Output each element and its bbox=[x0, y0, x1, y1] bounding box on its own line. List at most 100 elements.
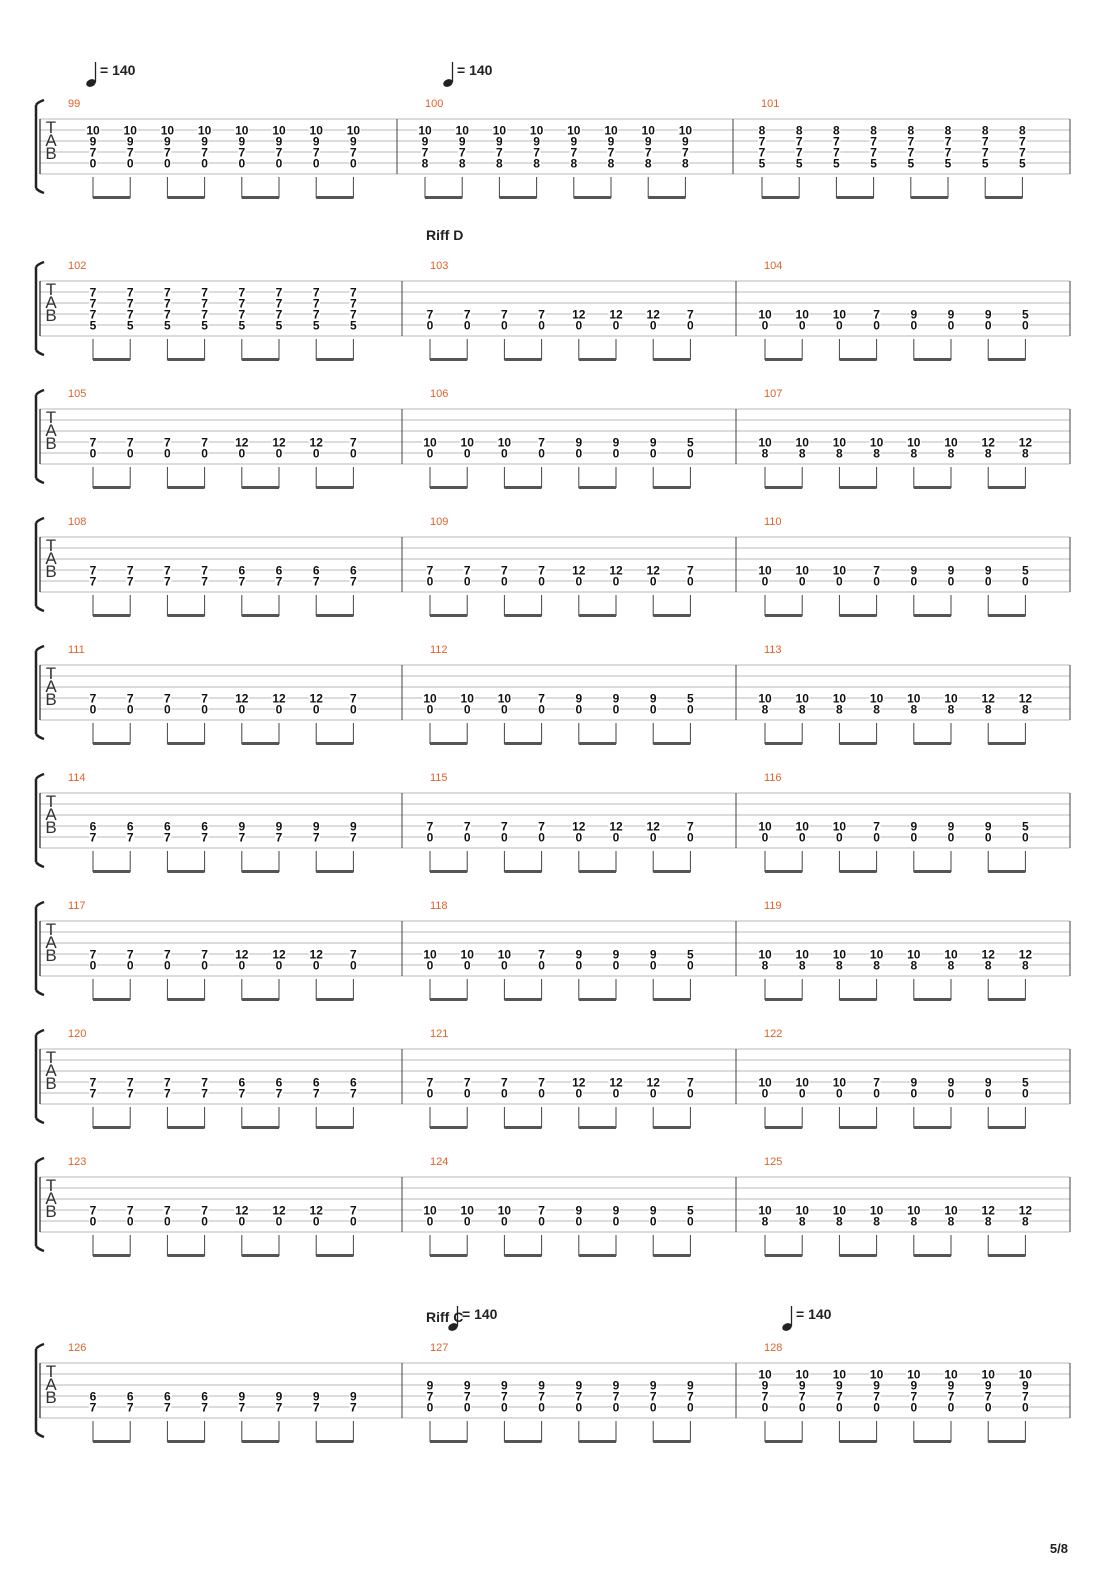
fret-knockout bbox=[794, 565, 810, 577]
eighth-beam bbox=[241, 1254, 279, 1257]
fret-number: 9 bbox=[570, 135, 577, 149]
fret-knockout bbox=[271, 949, 287, 961]
measure-number: 113 bbox=[764, 644, 782, 656]
eighth-beam bbox=[765, 1440, 803, 1443]
fret-number: 7 bbox=[350, 692, 357, 706]
fret-number: 7 bbox=[201, 1076, 208, 1090]
fret-number: 7 bbox=[164, 575, 171, 589]
fret-number: 7 bbox=[164, 1204, 171, 1218]
fret-number: 7 bbox=[427, 564, 434, 578]
fret-knockout bbox=[947, 576, 955, 588]
fret-knockout bbox=[947, 448, 955, 460]
fret-number: 12 bbox=[572, 1076, 586, 1090]
fret-number: 7 bbox=[796, 135, 803, 149]
fret-number: 0 bbox=[1022, 1401, 1029, 1415]
fret-knockout bbox=[234, 949, 250, 961]
fret-knockout bbox=[569, 158, 578, 170]
fret-knockout bbox=[831, 949, 847, 961]
fret-number: 0 bbox=[762, 319, 769, 333]
fret-number: 12 bbox=[647, 308, 661, 322]
system-brace bbox=[34, 1028, 45, 1125]
fret-number: 9 bbox=[985, 564, 992, 578]
fret-number: 7 bbox=[201, 831, 208, 845]
fret-knockout bbox=[126, 1088, 135, 1100]
fret-knockout bbox=[984, 1077, 993, 1089]
fret-number: 0 bbox=[985, 831, 992, 845]
fret-knockout bbox=[574, 437, 583, 449]
fret-knockout bbox=[947, 309, 955, 321]
fret-number: 9 bbox=[276, 1390, 283, 1404]
fret-knockout bbox=[872, 1380, 881, 1392]
fret-number: 12 bbox=[272, 1204, 286, 1218]
fret-knockout bbox=[831, 309, 847, 321]
fret-number: 9 bbox=[910, 308, 917, 322]
eighth-beam bbox=[578, 1254, 616, 1257]
eighth-beam bbox=[653, 1440, 691, 1443]
fret-number: 10 bbox=[907, 436, 921, 450]
fret-knockout bbox=[649, 960, 658, 972]
fret-knockout bbox=[943, 949, 959, 961]
fret-knockout bbox=[126, 1077, 135, 1089]
fret-number: 6 bbox=[313, 1076, 320, 1090]
fret-knockout bbox=[761, 448, 769, 460]
fret-number: 0 bbox=[427, 703, 434, 717]
fret-knockout bbox=[200, 1402, 209, 1414]
fret-number: 7 bbox=[127, 286, 134, 300]
tab-system: TAB1266767676797979797127970970970970970… bbox=[34, 1306, 1071, 1443]
fret-number: 7 bbox=[575, 1390, 582, 1404]
fret-number: 9 bbox=[682, 135, 689, 149]
fret-knockout bbox=[312, 298, 321, 310]
fret-knockout bbox=[569, 136, 578, 148]
fret-knockout bbox=[537, 1391, 546, 1403]
fret-number: 0 bbox=[650, 1087, 657, 1101]
fret-number: 9 bbox=[238, 820, 245, 834]
fret-number: 7 bbox=[985, 1390, 992, 1404]
fret-knockout bbox=[537, 448, 546, 460]
fret-knockout bbox=[649, 1391, 658, 1403]
fret-number: 0 bbox=[650, 1401, 657, 1415]
fret-knockout bbox=[237, 448, 246, 460]
fret-knockout bbox=[686, 1077, 695, 1089]
system-brace bbox=[34, 900, 45, 997]
fret-number: 5 bbox=[870, 157, 877, 171]
fret-number: 7 bbox=[650, 1390, 657, 1404]
fret-knockout bbox=[984, 565, 993, 577]
fret-number: 7 bbox=[1019, 146, 1026, 160]
fret-number: 10 bbox=[796, 1204, 810, 1218]
fret-number: 10 bbox=[796, 820, 810, 834]
fret-number: 7 bbox=[350, 286, 357, 300]
fret-number: 9 bbox=[201, 135, 208, 149]
fret-number: 7 bbox=[907, 146, 914, 160]
fret-number: 7 bbox=[464, 564, 471, 578]
fret-number: 0 bbox=[127, 157, 134, 171]
fret-knockout bbox=[459, 949, 475, 961]
fret-knockout bbox=[163, 298, 172, 310]
fret-knockout bbox=[980, 693, 996, 705]
fret-number: 7 bbox=[127, 1401, 134, 1415]
fret-knockout bbox=[869, 147, 878, 159]
fret-number: 0 bbox=[762, 1087, 769, 1101]
tab-system: TAB1177070707012012012070118100100100709… bbox=[34, 900, 1071, 1001]
fret-knockout bbox=[463, 1402, 472, 1414]
fret-knockout bbox=[869, 949, 885, 961]
fret-number: 9 bbox=[650, 1379, 657, 1393]
fret-number: 10 bbox=[944, 1368, 958, 1382]
fret-number: 0 bbox=[575, 1215, 582, 1229]
fret-number: 0 bbox=[464, 1087, 471, 1101]
fret-number: 6 bbox=[201, 820, 208, 834]
fret-knockout bbox=[422, 693, 438, 705]
fret-number: 0 bbox=[687, 831, 694, 845]
fret-number: 9 bbox=[276, 820, 283, 834]
fret-knockout bbox=[89, 158, 97, 170]
fret-number: 12 bbox=[572, 308, 586, 322]
fret-number: 7 bbox=[570, 146, 577, 160]
fret-number: 0 bbox=[501, 319, 508, 333]
eighth-beam bbox=[578, 742, 616, 745]
fret-knockout bbox=[608, 565, 624, 577]
fret-number: 8 bbox=[608, 157, 615, 171]
fret-number: 8 bbox=[799, 447, 806, 461]
fret-knockout bbox=[943, 1205, 959, 1217]
fret-knockout bbox=[984, 1391, 993, 1403]
fret-number: 8 bbox=[1019, 124, 1026, 138]
fret-number: 10 bbox=[833, 1204, 847, 1218]
